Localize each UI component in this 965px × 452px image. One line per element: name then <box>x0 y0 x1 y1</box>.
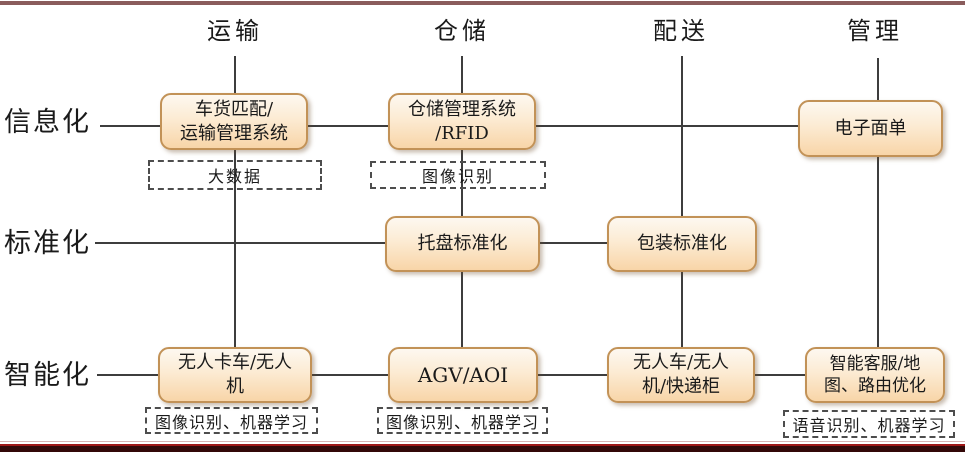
node-text: 机/快递柜 <box>641 376 721 397</box>
node-text: 机 <box>226 376 244 397</box>
row-label-standardization: 标准化 <box>4 228 91 259</box>
column-header-warehousing: 仓储 <box>434 17 490 45</box>
node-text: AGV/AOI <box>417 362 509 387</box>
top-accent-rule <box>0 1 965 5</box>
node-e-waybill: 电子面单 <box>798 100 943 157</box>
node-pallet-standardization: 托盘标准化 <box>385 216 540 272</box>
node-text: 车货匹配/ <box>194 98 274 120</box>
tag-speech-recognition-ml: 语音识别、机器学习 <box>783 410 955 438</box>
node-text: 电子面单 <box>834 117 907 139</box>
node-driverless-truck-drone: 无人卡车/无人 机 <box>158 347 312 403</box>
bottom-accent-rule-dark <box>0 446 965 452</box>
column-header-transport: 运输 <box>207 17 263 45</box>
column-header-delivery: 配送 <box>653 17 709 45</box>
row-label-intelligentization: 智能化 <box>4 360 91 391</box>
node-warehouse-mgmt-rfid: 仓储管理系统 /RFID <box>388 93 536 150</box>
node-text: /RFID <box>435 122 489 144</box>
tag-image-recognition: 图像识别 <box>370 161 546 189</box>
node-packaging-standardization: 包装标准化 <box>607 216 757 272</box>
node-text: 托盘标准化 <box>417 233 508 255</box>
node-text: 图、路由优化 <box>824 376 926 396</box>
tag-image-recognition-ml-1: 图像识别、机器学习 <box>145 407 318 434</box>
node-text: 无人卡车/无人 <box>177 352 293 374</box>
node-text: 仓储管理系统 <box>408 98 516 120</box>
bottom-accent-rule-pink <box>0 441 965 442</box>
column-header-management: 管理 <box>847 17 903 45</box>
node-agv-aoi: AGV/AOI <box>388 347 538 403</box>
row-label-informatization: 信息化 <box>4 107 91 138</box>
node-truck-cargo-matching: 车货匹配/ 运输管理系统 <box>160 93 308 150</box>
node-text: 包装标准化 <box>637 233 727 255</box>
node-unmanned-vehicle-locker: 无人车/无人 机/快递柜 <box>607 347 755 403</box>
tag-image-recognition-ml-2: 图像识别、机器学习 <box>377 407 548 434</box>
tag-big-data: 大数据 <box>148 160 322 190</box>
node-smart-service-routing: 智能客服/地 图、路由优化 <box>805 347 945 403</box>
bottom-accent-rule-red <box>0 444 965 446</box>
node-text: 无人车/无人 <box>632 352 730 374</box>
node-text: 运输管理系统 <box>180 122 288 144</box>
node-text: 智能客服/地 <box>829 353 921 374</box>
